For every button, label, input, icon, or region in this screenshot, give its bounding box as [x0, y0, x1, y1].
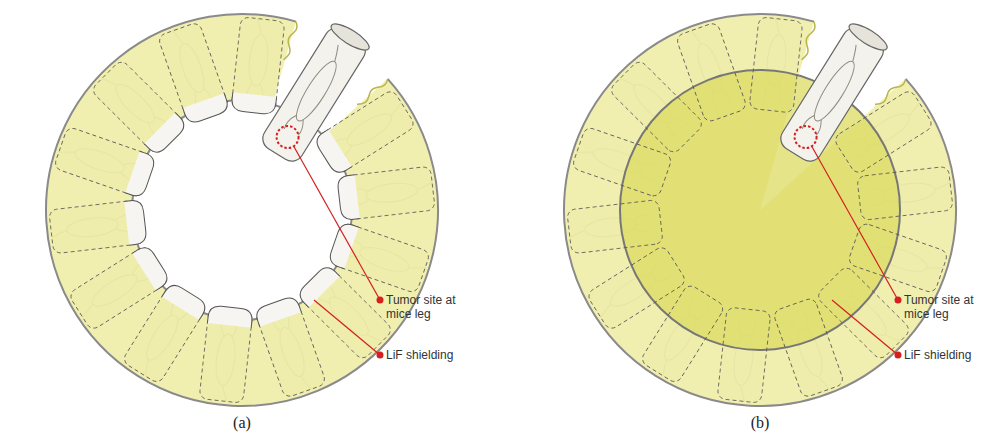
leader-line — [314, 300, 380, 355]
drawing-part — [847, 222, 948, 294]
drawing-part — [857, 166, 953, 220]
mouse-tube — [567, 200, 663, 254]
mouse-tube — [327, 221, 430, 293]
tumor-marker — [795, 126, 817, 148]
mouse-tube — [608, 59, 704, 155]
callout-label: Tumor site at mice leg — [904, 293, 990, 321]
drawing-part — [586, 245, 687, 331]
drawing-part — [327, 221, 358, 268]
cut-edge — [802, 22, 815, 60]
drawing-part — [254, 295, 301, 327]
mouse-tube — [717, 307, 771, 403]
drawing-part — [608, 59, 704, 155]
mouse-tube — [571, 126, 672, 198]
drawing-part — [815, 265, 911, 361]
callout-label: LiF shielding — [904, 348, 971, 362]
drawing-part — [313, 129, 352, 176]
drawing-part — [144, 113, 188, 157]
drawing-part — [183, 93, 230, 125]
inner-bore — [132, 100, 352, 320]
callout-label: LiF shielding — [386, 348, 453, 362]
drawing-part — [296, 264, 340, 308]
mouse-sketch — [290, 57, 342, 125]
drawing-part — [675, 22, 747, 123]
mouse-tube — [157, 22, 230, 125]
drawing-part — [124, 199, 147, 245]
drawing-part — [749, 17, 803, 113]
leader-line — [812, 146, 898, 300]
drawing-part — [337, 175, 360, 221]
inner-shielding — [620, 70, 900, 350]
mouse-tube — [586, 245, 687, 331]
drawing-part — [125, 151, 156, 198]
pulled-tube — [258, 19, 372, 165]
drawing-part — [846, 19, 891, 54]
mouse-sketch — [284, 44, 351, 137]
mouse-tube — [857, 166, 953, 220]
drawing-part — [207, 305, 253, 328]
mouse-tube — [296, 264, 394, 361]
mouse-tube — [640, 283, 726, 384]
drawing-part — [567, 200, 663, 254]
lif-shielding — [564, 14, 956, 406]
mouse-tube — [337, 166, 435, 220]
mouse-sketch — [802, 44, 869, 137]
drawing-part — [328, 19, 373, 54]
leader-line — [832, 300, 898, 355]
mouse-tube — [199, 305, 253, 403]
mouse-tube — [53, 126, 156, 198]
lif-shielding — [46, 14, 438, 406]
drawing-part — [640, 283, 726, 384]
tumor-marker — [277, 126, 299, 148]
mouse-tube — [122, 281, 209, 384]
leader-dot — [377, 297, 384, 304]
mouse-tube — [254, 295, 327, 398]
mouse-tube — [847, 222, 948, 294]
cut-edge — [284, 22, 297, 60]
mouse-tube — [815, 265, 911, 361]
drawing-part — [773, 297, 845, 398]
leader-dot — [895, 352, 902, 359]
mouse-tube — [49, 199, 147, 253]
panel-caption: (a) — [212, 414, 272, 432]
mouse-tube — [231, 17, 285, 115]
cut-edge — [875, 79, 906, 105]
shielding-outline — [46, 14, 438, 406]
leader-line — [294, 146, 380, 300]
mouse-tube — [675, 22, 747, 123]
mouse-tube — [68, 244, 171, 331]
mouse-tube — [749, 17, 803, 113]
leader-dot — [895, 297, 902, 304]
panel-caption: (b) — [730, 414, 790, 432]
drawing-part — [162, 281, 209, 320]
mouse-sketch — [808, 57, 860, 125]
mouse-tube — [773, 297, 845, 398]
shielding-outline — [564, 14, 956, 406]
leader-dot — [377, 352, 384, 359]
drawing-part — [132, 244, 171, 291]
mouse-tube — [90, 59, 188, 156]
drawing-part — [231, 92, 277, 115]
callout-label: Tumor site at mice leg — [386, 293, 472, 321]
drawing-part — [571, 126, 672, 198]
drawing-part — [717, 307, 771, 403]
cut-edge — [357, 79, 388, 105]
pulled-tube — [776, 19, 890, 165]
